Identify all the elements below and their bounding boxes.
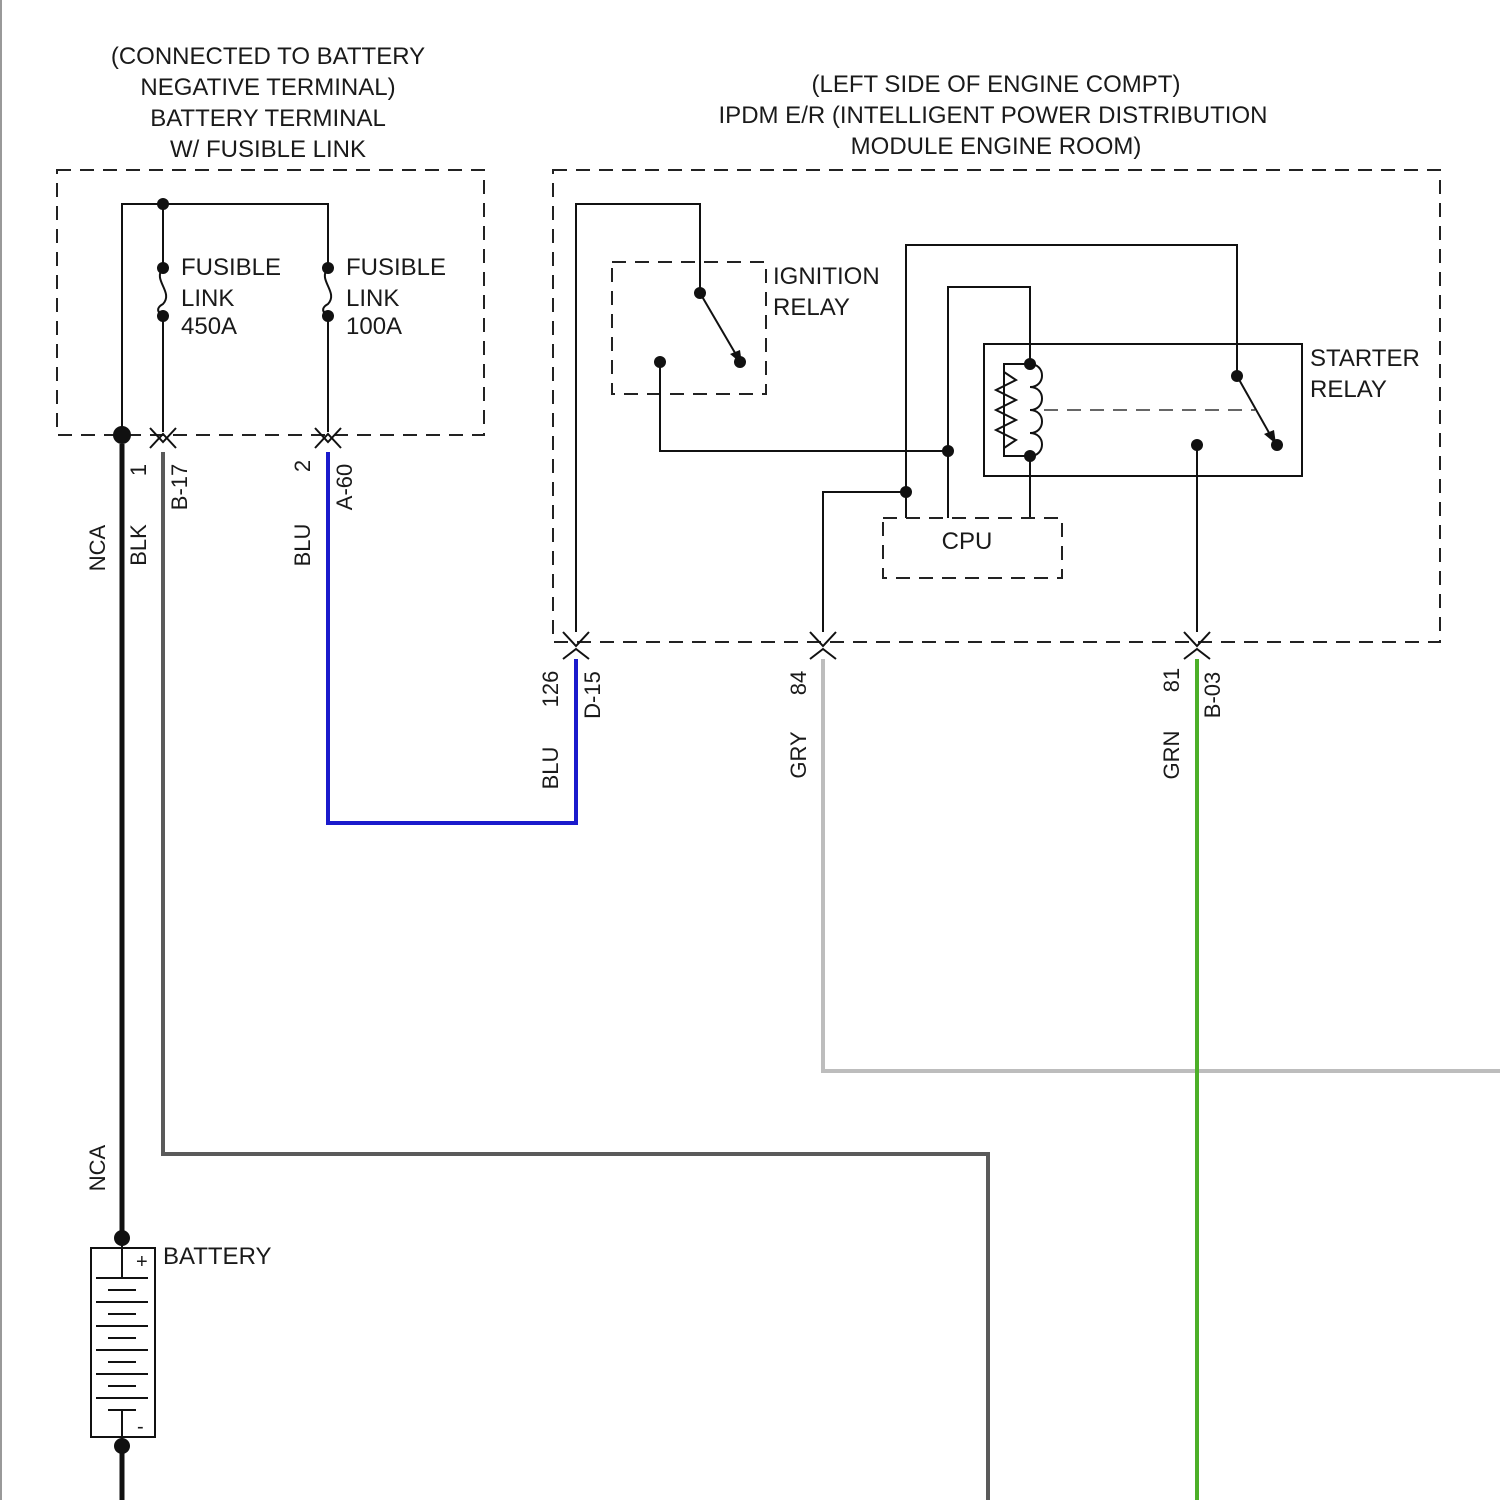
svg-text:LINK: LINK — [181, 285, 234, 312]
grn-label: GRN — [1159, 731, 1184, 780]
battery-minus: - — [137, 1416, 144, 1438]
battery-terminal-title: (CONNECTED TO BATTERY NEGATIVE TERMINAL)… — [111, 43, 425, 163]
blu-label-2: BLU — [538, 747, 563, 790]
svg-text:MODULE ENGINE ROOM): MODULE ENGINE ROOM) — [851, 133, 1142, 160]
svg-text:RELAY: RELAY — [773, 294, 850, 321]
battery-label: BATTERY — [163, 1243, 271, 1270]
nca-label-lower: NCA — [85, 1144, 110, 1191]
starter-relay-label: STARTER RELAY — [1310, 345, 1420, 403]
svg-text:(CONNECTED TO BATTERY: (CONNECTED TO BATTERY — [111, 43, 425, 70]
cpu-label: CPU — [942, 528, 993, 555]
wires — [122, 444, 1500, 1500]
wire-labels: 1 NCA BLK B-17 2 A-60 BLU 126 D-15 BLU 8… — [85, 460, 1225, 1191]
ipdm-title: (LEFT SIDE OF ENGINE COMPT) IPDM E/R (IN… — [719, 71, 1268, 160]
svg-text:BATTERY TERMINAL: BATTERY TERMINAL — [150, 105, 386, 132]
svg-text:STARTER: STARTER — [1310, 345, 1420, 372]
svg-text:FUSIBLE: FUSIBLE — [346, 254, 446, 281]
svg-text:IGNITION: IGNITION — [773, 263, 880, 290]
pin-81-label: 81 — [1159, 668, 1184, 692]
svg-text:RELAY: RELAY — [1310, 376, 1387, 403]
blk-label: BLK — [126, 524, 151, 566]
starter-relay-internal — [823, 245, 1283, 632]
ignition-relay-internal — [576, 204, 948, 632]
pin-2-label: 2 — [290, 460, 315, 472]
svg-text:IPDM E/R (INTELLIGENT POWER DI: IPDM E/R (INTELLIGENT POWER DISTRIBUTION — [719, 102, 1268, 129]
connector-chevrons-battery-terminal — [150, 428, 341, 448]
ignition-relay-box — [612, 262, 766, 394]
pin-1-label: 1 — [126, 464, 151, 476]
battery-plus: + — [136, 1251, 148, 1273]
gry-label: GRY — [786, 731, 811, 779]
svg-text:450A: 450A — [181, 313, 237, 340]
a60-label: A-60 — [332, 464, 357, 510]
svg-text:W/ FUSIBLE LINK: W/ FUSIBLE LINK — [170, 136, 366, 163]
fuse-450-label: FUSIBLE LINK 450A — [181, 254, 281, 340]
ground-splice-dot — [113, 426, 131, 444]
svg-text:LINK: LINK — [346, 285, 399, 312]
connector-chevrons-ipdm — [563, 632, 1210, 659]
d15-label: D-15 — [580, 671, 605, 719]
ignition-relay-label: IGNITION RELAY — [773, 263, 880, 321]
svg-text:NEGATIVE TERMINAL): NEGATIVE TERMINAL) — [140, 74, 395, 101]
pin-84-label: 84 — [786, 671, 811, 695]
fuse-100-label: FUSIBLE LINK 100A — [346, 254, 446, 340]
svg-text:(LEFT SIDE OF ENGINE COMPT): (LEFT SIDE OF ENGINE COMPT) — [812, 71, 1181, 98]
blu-label-1: BLU — [290, 524, 315, 567]
b03-label: B-03 — [1200, 672, 1225, 718]
wire-gry — [823, 659, 1500, 1071]
svg-text:FUSIBLE: FUSIBLE — [181, 254, 281, 281]
pin-126-label: 126 — [538, 671, 563, 708]
nca-label-upper: NCA — [85, 524, 110, 571]
b17-label: B-17 — [167, 464, 192, 510]
svg-text:100A: 100A — [346, 313, 402, 340]
ipdm-box — [553, 170, 1440, 642]
